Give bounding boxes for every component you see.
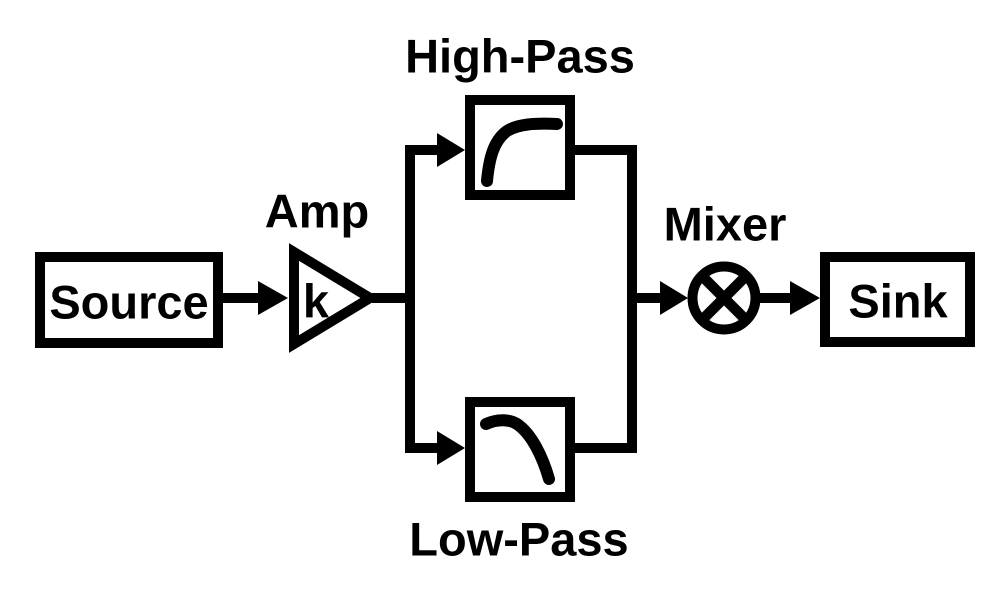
source-box — [35, 252, 223, 348]
arrowhead-icon — [258, 281, 288, 315]
low-pass-block: Low-Pass — [409, 397, 629, 566]
arrowhead-icon — [437, 133, 465, 167]
mixer-x-strokes — [698, 272, 750, 324]
low-pass-label: Low-Pass — [409, 513, 628, 566]
sink-block: Sink — [820, 252, 975, 347]
source-block: Source — [35, 252, 223, 348]
gain-triangle-icon — [289, 243, 380, 353]
high-pass-curve-icon — [481, 117, 563, 187]
source-label: Source — [49, 276, 208, 329]
mixer-label: Mixer — [664, 198, 787, 251]
edge-merge-to-mixer — [632, 281, 688, 315]
amp-gain-label: k — [303, 275, 330, 328]
edge-source-to-amp — [218, 281, 288, 315]
amp-label: Amp — [265, 185, 369, 238]
amp-block: Amp k — [265, 185, 380, 353]
mixer-block: Mixer — [664, 198, 787, 335]
arrowhead-icon — [660, 281, 688, 315]
edge-split-to-lowpass — [405, 431, 465, 465]
sink-box — [820, 252, 975, 347]
high-pass-block: High-Pass — [405, 30, 635, 200]
low-pass-curve-icon — [480, 414, 555, 485]
edge-mixer-to-sink — [759, 281, 820, 315]
high-pass-label: High-Pass — [405, 30, 635, 83]
edge-split-to-highpass — [405, 133, 465, 167]
low-pass-box — [465, 397, 575, 502]
arrowhead-icon — [437, 431, 465, 465]
arrowhead-icon — [790, 281, 820, 315]
sink-label: Sink — [848, 275, 948, 328]
